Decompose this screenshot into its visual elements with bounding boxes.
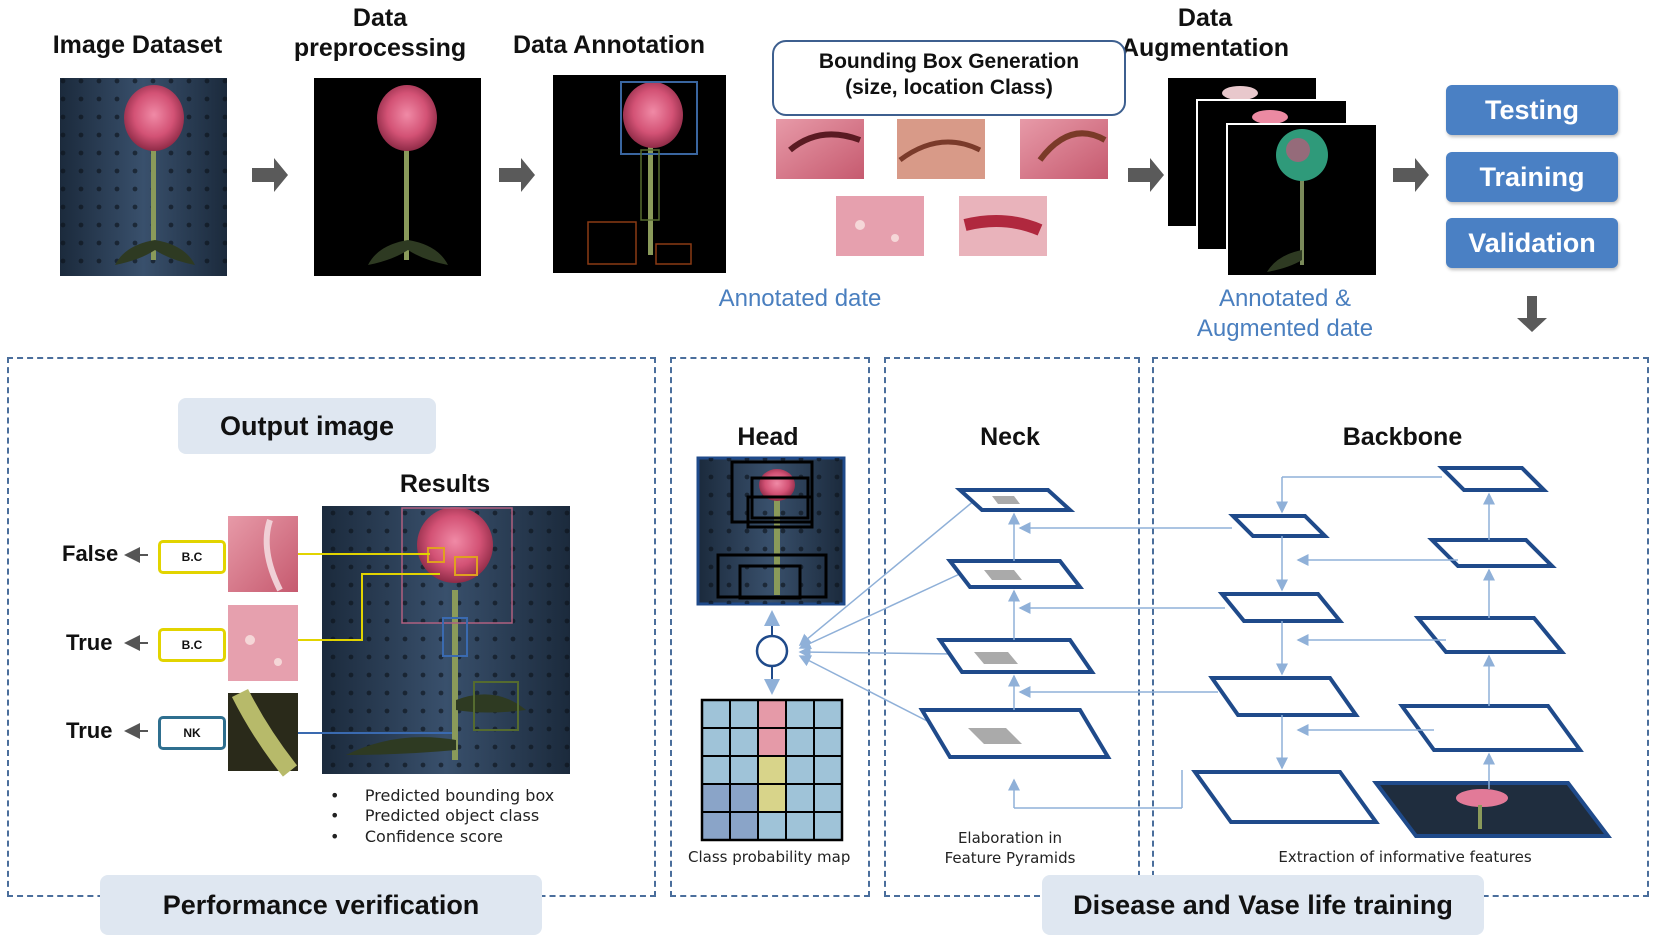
bullet-3-text: Confidence score (364, 827, 503, 846)
tag-bc-1: B.C (158, 540, 226, 574)
tag-nk: NK (158, 716, 226, 750)
performance-verification-label: Performance verification (100, 875, 542, 935)
bullet-2-text: Predicted object class (364, 806, 540, 825)
disease-training-label: Disease and Vase life training (1042, 875, 1484, 935)
annotated-augmented-line2: Augmented date (1196, 315, 1374, 342)
preprocessing-title-line2: preprocessing (293, 34, 467, 62)
verdict-2: True (66, 630, 113, 655)
bullet-1-text: Predicted bounding box (364, 786, 555, 805)
preprocessing-title-line1: Data (352, 4, 408, 32)
testing-pill: Testing (1446, 85, 1618, 135)
neck-caption-line1: Elaboration in (957, 829, 1063, 847)
augmentation-title-line1: Data (1177, 4, 1233, 32)
flow-arrows (252, 158, 1547, 332)
results-title: Results (399, 470, 491, 498)
head-title: Head (737, 423, 799, 451)
bbox-line1: Bounding Box Generation (818, 50, 1080, 73)
class-prob-map-label: Class probability map (688, 848, 851, 866)
bbox-line2: (size, location Class) (845, 76, 1053, 99)
image-dataset-title: Image Dataset (52, 31, 223, 59)
image-dataset-picture (60, 78, 227, 276)
annotation-picture (553, 75, 726, 273)
annotated-augmented-line1: Annotated & (1218, 285, 1352, 312)
bbox-generation-box: Bounding Box Generation (size, location … (772, 40, 1126, 116)
backbone-title: Backbone (1342, 423, 1463, 451)
training-pill: Training (1446, 152, 1618, 202)
annotated-date-label: Annotated date (718, 285, 882, 312)
tag-bc-2: B.C (158, 628, 226, 662)
output-image-label: Output image (178, 398, 436, 454)
verdict-3: True (66, 718, 113, 743)
bullet-3: • Confidence score (330, 827, 503, 846)
validation-pill: Validation (1446, 218, 1618, 268)
augmentation-stack (1166, 76, 1378, 277)
neck-title: Neck (980, 423, 1040, 451)
augmentation-title-line2: Augmentation (1120, 34, 1290, 62)
annotation-title: Data Annotation (512, 31, 706, 59)
bullet-2: • Predicted object class (330, 806, 540, 825)
verdict-1: False (62, 541, 119, 566)
neck-caption-line2: Feature Pyramids (944, 849, 1076, 867)
annotated-crops (776, 119, 1108, 256)
backbone-caption: Extraction of informative features (1278, 848, 1532, 866)
bullet-1: • Predicted bounding box (330, 786, 555, 805)
preprocessing-picture (314, 78, 481, 276)
